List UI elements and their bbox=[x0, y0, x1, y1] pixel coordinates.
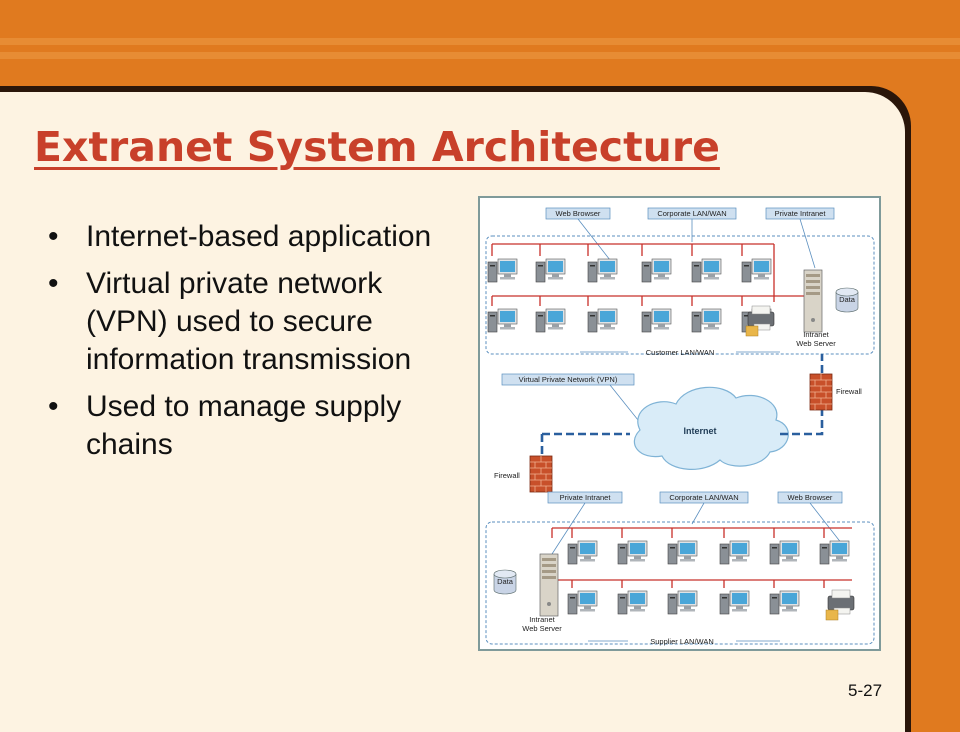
customer-lan-boundary bbox=[485, 235, 875, 355]
computer-icon bbox=[691, 308, 722, 333]
callout-corporate-lan: Corporate LAN/WAN bbox=[669, 493, 738, 502]
computer-icon bbox=[487, 308, 518, 333]
computer-icon bbox=[535, 258, 566, 283]
callout-private-intranet: Private Intranet bbox=[560, 493, 612, 502]
firewall-right-label: Firewall bbox=[836, 387, 862, 396]
bullet-item: • Used to manage supply chains bbox=[48, 388, 460, 464]
bullet-dot-icon: • bbox=[48, 220, 59, 253]
data-label: Data bbox=[839, 295, 856, 304]
bullet-list: • Internet-based application • Virtual pri… bbox=[48, 218, 460, 473]
computer-icon bbox=[641, 258, 672, 283]
bullet-text: Used to manage supply chains bbox=[86, 390, 402, 461]
vpn-label: Virtual Private Network (VPN) bbox=[519, 375, 618, 384]
firewall-icon bbox=[529, 455, 553, 493]
computer-icon bbox=[567, 590, 598, 615]
server-label-line: Intranet bbox=[803, 330, 829, 339]
callout-pointer bbox=[609, 384, 639, 421]
lan-line bbox=[552, 527, 852, 538]
callout-web-browser: Web Browser bbox=[556, 209, 601, 218]
slide-title: Extranet System Architecture bbox=[34, 123, 720, 171]
callout-box bbox=[501, 373, 635, 386]
customer-lan-label: Customer LAN/WAN bbox=[646, 348, 715, 357]
firewall-left-label: Firewall bbox=[494, 471, 520, 480]
computer-icon bbox=[641, 308, 672, 333]
bullet-item: • Internet-based application bbox=[48, 218, 460, 256]
computer-icon bbox=[667, 540, 698, 565]
computer-icon bbox=[691, 258, 722, 283]
computer-icon bbox=[617, 540, 648, 565]
server-label-line: Intranet bbox=[529, 615, 555, 624]
internet-cloud-icon bbox=[633, 386, 789, 470]
diagram-svg: Web Browser Corporate LAN/WAN Private In… bbox=[485, 207, 875, 646]
callout-corporate-lan: Corporate LAN/WAN bbox=[657, 209, 726, 218]
printer-icon bbox=[825, 589, 855, 621]
computer-icon bbox=[769, 540, 800, 565]
cloud-label: Internet bbox=[683, 426, 716, 436]
computer-icon bbox=[719, 590, 750, 615]
extranet-diagram: Web Browser Corporate LAN/WAN Private In… bbox=[478, 196, 881, 651]
firewall-icon bbox=[809, 373, 833, 411]
page-number: 5-27 bbox=[848, 681, 883, 700]
computer-icon bbox=[819, 540, 850, 565]
computer-icon bbox=[567, 540, 598, 565]
computer-icon bbox=[487, 258, 518, 283]
callout-web-browser: Web Browser bbox=[788, 493, 833, 502]
computer-icon bbox=[617, 590, 648, 615]
computer-icon bbox=[587, 308, 618, 333]
lan-line bbox=[491, 243, 775, 258]
callout-private-intranet: Private Intranet bbox=[775, 209, 827, 218]
computer-icon bbox=[741, 258, 772, 283]
server-label-line: Web Server bbox=[796, 339, 836, 348]
computer-icon bbox=[535, 308, 566, 333]
printer-icon bbox=[745, 305, 775, 337]
server-label-line: Web Server bbox=[522, 624, 562, 633]
computer-icon bbox=[719, 540, 750, 565]
bullet-text: Internet-based application bbox=[86, 220, 432, 253]
vpn-tunnel-line bbox=[542, 410, 824, 436]
top-stripe bbox=[0, 38, 960, 45]
top-stripe bbox=[0, 52, 960, 59]
computer-icon bbox=[769, 590, 800, 615]
lan-line bbox=[491, 290, 811, 306]
server-icon bbox=[803, 269, 823, 333]
supplier-lan-boundary bbox=[485, 521, 875, 645]
data-label: Data bbox=[497, 577, 514, 586]
computer-icon bbox=[667, 590, 698, 615]
server-icon bbox=[539, 553, 559, 617]
bullet-text: Virtual private network (VPN) used to se… bbox=[86, 267, 412, 376]
supplier-lan-label: Supplier LAN/WAN bbox=[650, 637, 714, 646]
lan-line bbox=[552, 579, 852, 588]
bullet-dot-icon: • bbox=[48, 267, 59, 300]
bullet-dot-icon: • bbox=[48, 390, 59, 423]
callout-pointers bbox=[577, 218, 816, 269]
bullet-item: • Virtual private network (VPN) used to s… bbox=[48, 265, 460, 379]
computer-icon bbox=[587, 258, 618, 283]
